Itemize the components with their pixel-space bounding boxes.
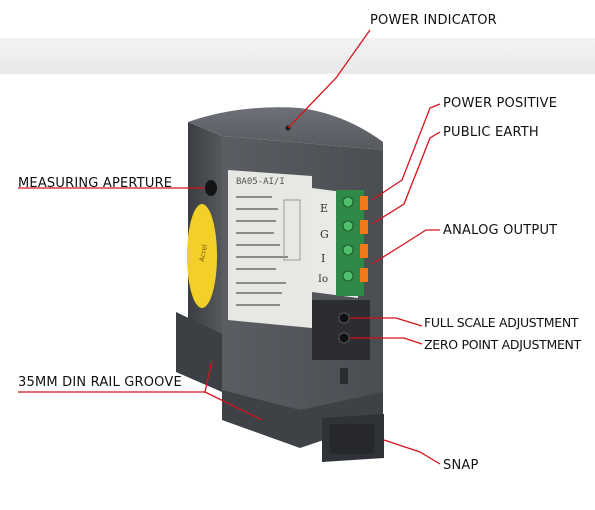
terminal-clamps bbox=[360, 196, 368, 282]
label-public-earth: PUBLIC EARTH bbox=[443, 125, 539, 140]
adjustment-panel bbox=[312, 300, 370, 360]
brand-sticker bbox=[187, 204, 217, 308]
leader-power-positive bbox=[371, 103, 441, 201]
leader-power-indicator bbox=[287, 29, 371, 129]
leader-lines bbox=[18, 29, 441, 465]
leader-zero-point bbox=[350, 337, 423, 345]
sticker-brand-text: Acrel bbox=[198, 244, 209, 263]
model-text: BA05-AI/I bbox=[236, 177, 285, 187]
measuring-aperture-hole bbox=[205, 180, 217, 196]
leader-public-earth bbox=[371, 131, 441, 225]
label-din-rail-groove: 35MM DIN RAIL GROOVE bbox=[18, 375, 182, 390]
leader-din-rail-b bbox=[204, 391, 263, 421]
full-scale-potentiometer bbox=[338, 312, 350, 324]
leader-snap bbox=[383, 439, 441, 465]
terminal-letter-e: E bbox=[320, 202, 328, 215]
terminal-letter-io: Io bbox=[318, 274, 328, 285]
label-fine-print bbox=[236, 196, 301, 306]
housing-top bbox=[188, 107, 383, 150]
label-zero-point-adjustment: ZERO POINT ADJUSTMENT bbox=[424, 337, 581, 352]
zero-point-potentiometer bbox=[338, 332, 350, 344]
rail-flange bbox=[176, 312, 222, 392]
background-band bbox=[0, 38, 595, 74]
terminal-letter-i: I bbox=[321, 252, 325, 265]
label-analog-output: ANALOG OUTPUT bbox=[443, 223, 558, 238]
leader-analog-output bbox=[371, 229, 440, 265]
label-full-scale-adjustment: FULL SCALE ADJUSTMENT bbox=[424, 315, 579, 330]
terminal-letter-g: G bbox=[320, 228, 329, 241]
label-power-indicator: POWER INDICATOR bbox=[370, 13, 497, 28]
label-power-positive: POWER POSITIVE bbox=[443, 96, 558, 111]
label-snap: SNAP bbox=[443, 458, 479, 473]
terminal-screws bbox=[342, 196, 354, 282]
label-measuring-aperture: MEASURING APERTURE bbox=[18, 176, 173, 191]
leader-full-scale bbox=[350, 317, 423, 327]
